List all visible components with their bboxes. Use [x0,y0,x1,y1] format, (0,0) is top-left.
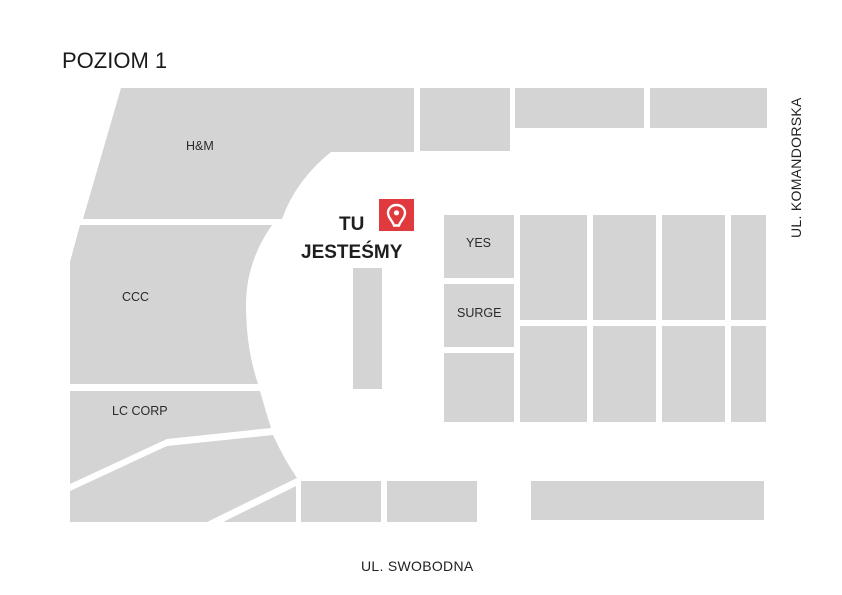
store-top-3[interactable] [650,88,767,128]
store-grid-r1c4[interactable] [731,215,766,320]
store-ccc[interactable] [70,225,272,384]
store-label-hm: H&M [186,139,214,153]
store-top-2[interactable] [515,88,644,128]
store-hm[interactable] [83,88,414,219]
store-grid-r2c2[interactable] [593,326,656,422]
store-label-lc-corp: LC CORP [112,404,168,418]
store-bottom-3[interactable] [531,481,764,520]
store-grid-r1c1[interactable] [520,215,587,320]
central-kiosk[interactable] [353,268,382,389]
store-right-col1-3[interactable] [444,353,514,422]
store-yes[interactable] [444,215,514,278]
store-bottom-2[interactable] [387,481,477,522]
store-bottom-left-1[interactable] [70,435,297,522]
street-label-right: UL. KOMANDORSKA [788,97,804,238]
store-label-ccc: CCC [122,290,149,304]
you-are-here-line2: JESTEŚMY [301,241,403,263]
store-bottom-left-2[interactable] [223,486,296,522]
store-grid-r2c3[interactable] [662,326,725,422]
store-grid-r2c4[interactable] [731,326,766,422]
store-grid-r1c2[interactable] [593,215,656,320]
store-lc-corp[interactable] [70,391,271,484]
store-grid-r1c3[interactable] [662,215,725,320]
store-grid-r2c1[interactable] [520,326,587,422]
level-title: POZIOM 1 [62,48,167,73]
store-top-1[interactable] [420,88,510,151]
you-are-here-marker [379,199,414,231]
store-label-yes: YES [466,236,491,250]
store-label-surge: SURGE [457,306,501,320]
store-surge[interactable] [444,284,514,347]
you-are-here-line1: TU [339,214,364,235]
store-bottom-1[interactable] [301,481,381,522]
street-label-bottom: UL. SWOBODNA [361,558,474,574]
location-pin-icon [386,203,407,227]
